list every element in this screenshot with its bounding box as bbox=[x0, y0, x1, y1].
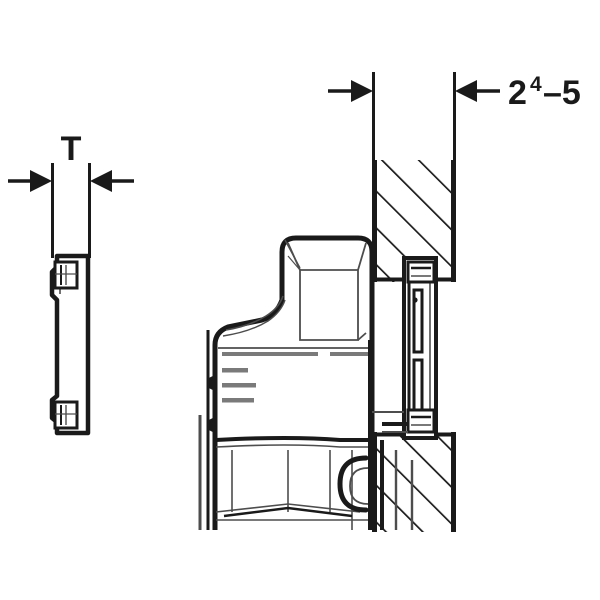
wall-recess-label-main: 2 bbox=[508, 74, 527, 112]
wall-recess-dimension: 2 4 –5 bbox=[328, 72, 581, 162]
arrowhead-right bbox=[90, 170, 112, 192]
mounting-rail-clip-top bbox=[406, 260, 436, 284]
cover-plate-profile bbox=[49, 253, 91, 436]
wall-recess-label-superscript: 4 bbox=[530, 73, 542, 96]
mounting-rail-clip-bottom bbox=[406, 408, 436, 434]
wall-section-lower bbox=[372, 432, 456, 532]
rib-slots bbox=[222, 352, 370, 403]
actuator-body bbox=[198, 235, 414, 530]
mounting-rail bbox=[372, 256, 438, 440]
button-pocket bbox=[284, 239, 367, 341]
arrowhead-left bbox=[30, 170, 52, 192]
plate-thickness-dimension: T bbox=[8, 130, 134, 258]
arrowhead-right bbox=[455, 80, 477, 102]
plate-thickness-label: T bbox=[61, 130, 82, 168]
cover-plate-clip-top bbox=[53, 260, 79, 290]
cover-plate-clip-bottom bbox=[53, 400, 79, 430]
wall-recess-label-tail: –5 bbox=[543, 74, 581, 112]
retaining-hook bbox=[337, 455, 369, 513]
arrowhead-left bbox=[351, 80, 373, 102]
